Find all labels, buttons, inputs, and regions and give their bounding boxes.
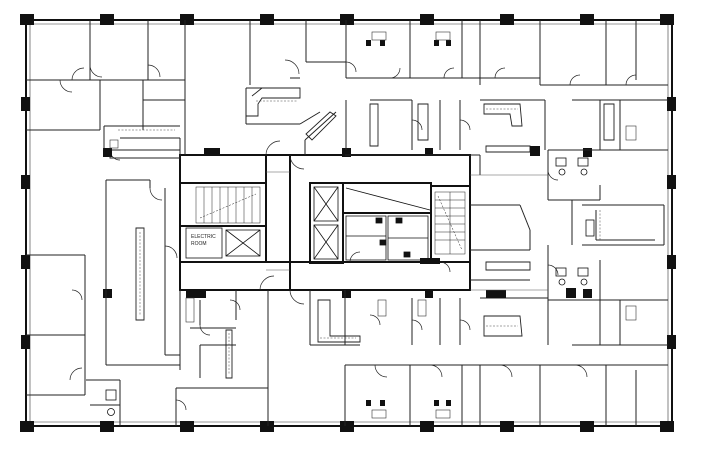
electric-room-label-line2: ROOM: [191, 241, 207, 247]
door-frames: [104, 40, 576, 406]
plumbing-fixtures: [105, 157, 595, 416]
building-core: [179, 154, 471, 291]
corridor-lines: [266, 171, 548, 291]
furniture: [109, 31, 637, 419]
partition-walls: [26, 20, 668, 426]
core-restrooms: [345, 187, 431, 261]
electric-room-label-line1: ELECTRIC: [191, 234, 216, 240]
dashed-built-ins: [118, 100, 601, 375]
stair-treads: [195, 186, 466, 255]
electric-room: ELECTRIC ROOM: [185, 227, 223, 259]
door-swings: [59, 59, 637, 411]
structural-columns: [20, 14, 676, 432]
elevator-shafts: [225, 186, 339, 260]
